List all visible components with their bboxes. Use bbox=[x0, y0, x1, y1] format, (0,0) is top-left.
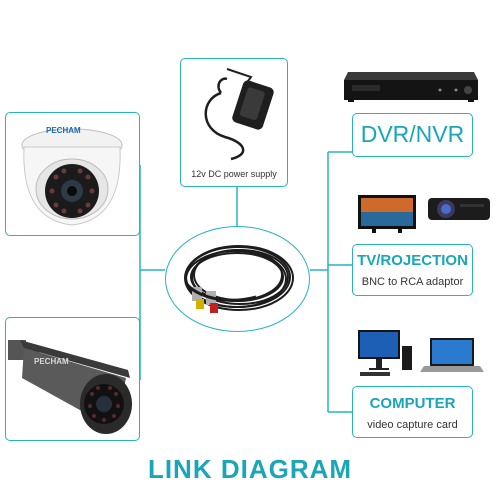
bullet-camera-icon bbox=[8, 340, 132, 434]
bullet-camera-brand: PECHAM bbox=[34, 357, 69, 366]
bullet-camera-box: PECHAM bbox=[5, 317, 140, 441]
tv-projection-box: TV/ROJECTION BNC to RCA adaptor bbox=[352, 244, 473, 296]
dome-camera-box: PECHAM bbox=[5, 112, 140, 236]
power-adapter-icon bbox=[204, 68, 274, 161]
tv-projection-subtitle: BNC to RCA adaptor bbox=[361, 276, 464, 288]
diagram-title: LINK DIAGRAM bbox=[147, 454, 353, 484]
computer-box: COMPUTER video capture card bbox=[352, 386, 473, 438]
cable-coil-icon bbox=[184, 245, 294, 313]
dome-camera-icon bbox=[21, 128, 123, 226]
cable-oval bbox=[165, 226, 310, 332]
power-supply-box: 12v DC power supply bbox=[180, 58, 288, 187]
dvr-nvr-box: DVR/NVR bbox=[352, 113, 473, 157]
dome-camera-brand: PECHAM bbox=[46, 126, 81, 135]
computer-subtitle: video capture card bbox=[367, 419, 458, 431]
power-supply-label: 12v DC power supply bbox=[191, 169, 277, 179]
dvr-nvr-title: DVR/NVR bbox=[360, 121, 465, 147]
computer-title: COMPUTER bbox=[369, 395, 456, 412]
tv-projection-title: TV/ROJECTION bbox=[357, 252, 468, 269]
